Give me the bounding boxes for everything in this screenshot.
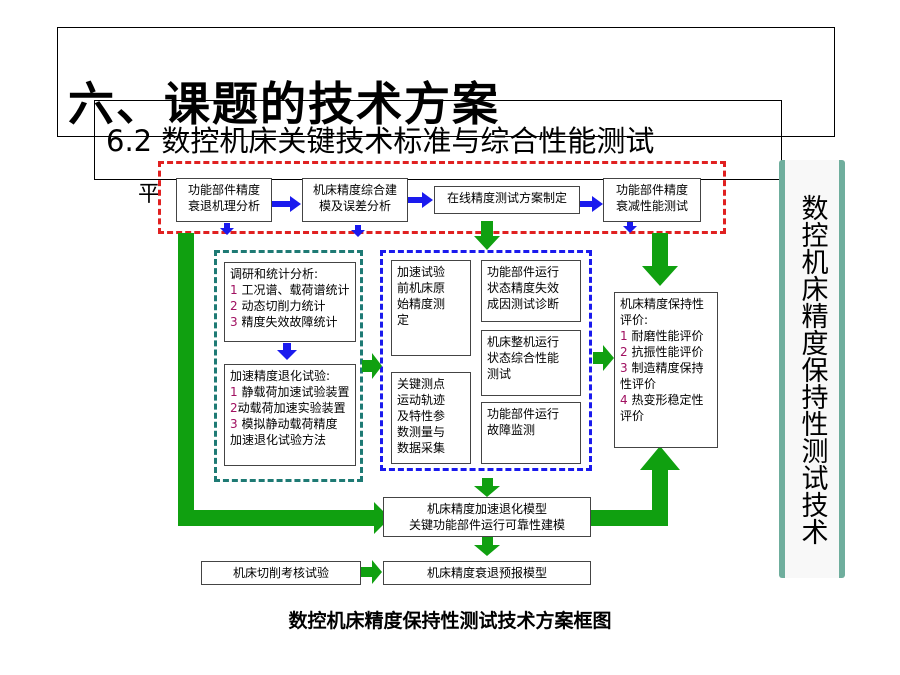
- research-item-2: 2 动态切削力统计: [230, 299, 326, 313]
- arrow-teal-to-blue: [362, 353, 382, 379]
- arrow-model-to-forecast: [474, 536, 500, 556]
- node-research-stats: 调研和统计分析: 1 工况谱、载荷谱统计 2 动态切削力统计 3 精度失效故障统…: [224, 262, 356, 342]
- sidebar-label-panel: 数控机床精度保持性测试技术: [779, 160, 845, 578]
- node-machine-state-test: 机床整机运行 状态综合性能 测试: [481, 330, 581, 396]
- arrow-blue-to-eval: [593, 345, 614, 371]
- arrow-cut-to-forecast: [361, 560, 382, 584]
- research-item-3: 3 精度失效故障统计: [230, 315, 338, 329]
- node-evaluation: 机床精度保持性 评价: 1 耐磨性能评价 2 抗振性能评价 3 制造精度保持 性…: [614, 292, 718, 448]
- evaluation-item-2: 2 抗振性能评价: [620, 345, 704, 359]
- node-decay-performance-test: 功能部件精度 衰减性能测试: [603, 178, 701, 222]
- sidebar-text: 数控机床精度保持性测试技术: [796, 193, 828, 545]
- arrow-down-small-3: [623, 221, 637, 233]
- node-error-modeling: 机床精度综合建 模及误差分析: [302, 178, 408, 222]
- arrow-down-to-model: [474, 478, 500, 497]
- page-title: 六、课题的技术方案: [68, 77, 500, 131]
- accel-item-2: 2动载荷加速实验装置: [230, 401, 346, 415]
- arrow-top-3: [580, 196, 603, 212]
- node-accel-degradation: 加速精度退化试验: 1 静载荷加速试验装置 2动载荷加速实验装置 3 模拟静动载…: [224, 364, 356, 466]
- evaluation-item-3: 3 制造精度保持 性评价: [620, 361, 704, 391]
- arrow-down-small-2: [351, 225, 365, 237]
- sidebar-inner: 数控机床精度保持性测试技术: [785, 160, 839, 578]
- node-fault-monitor: 功能部件运行 故障监测: [481, 402, 581, 464]
- accel-title: 加速精度退化试验:: [230, 369, 331, 383]
- research-title: 调研和统计分析:: [230, 267, 319, 281]
- research-item-1: 1 工况谱、载荷谱统计: [230, 283, 350, 297]
- section-subtitle: 6.2 数控机床关键技术标准与综合性能测试: [106, 124, 655, 158]
- accel-item-3: 3 模拟静动载荷精度 加速退化试验方法: [230, 417, 338, 447]
- evaluation-item-1: 1 耐磨性能评价: [620, 329, 704, 343]
- subtitle-frame: [94, 100, 782, 180]
- node-pre-test-accuracy: 加速试验 前机床原 始精度测 定: [391, 260, 471, 356]
- arrow-down-small-1: [220, 223, 234, 235]
- teal-dashed-group: [214, 250, 363, 482]
- figure-caption: 数控机床精度保持性测试技术方案框图: [288, 610, 612, 632]
- arrow-down-research: [277, 343, 297, 360]
- node-key-point-measurement: 关键测点 运动轨迹 及特性参 数测量与 数据采集: [391, 372, 471, 464]
- evaluation-title: 机床精度保持性 评价:: [620, 297, 705, 327]
- node-degradation-model: 机床精度加速退化模型 关键功能部件运行可靠性建模: [383, 497, 591, 537]
- node-forecast-model: 机床精度衰退预报模型: [383, 561, 591, 585]
- accel-item-1: 1 静载荷加速试验装置: [230, 385, 350, 399]
- node-decline-mechanism: 功能部件精度 衰退机理分析: [176, 178, 272, 222]
- blue-dashed-group: [380, 250, 592, 471]
- arrow-down-top-center: [474, 221, 500, 250]
- title-frame: [57, 27, 835, 137]
- clipped-text: 平: [138, 182, 161, 207]
- evaluation-item-4: 4 热变形稳定性 评价: [620, 393, 704, 423]
- node-state-diagnosis: 功能部件运行 状态精度失效 成因测试诊断: [481, 260, 581, 322]
- red-dashed-group: [158, 161, 726, 234]
- arrow-up-to-eval: [591, 446, 680, 526]
- arrow-top-1: [272, 196, 301, 212]
- node-online-test-plan: 在线精度测试方案制定: [434, 186, 580, 214]
- arrow-top-2: [408, 192, 433, 208]
- arrow-down-right: [642, 233, 678, 286]
- node-cutting-test: 机床切削考核试验: [201, 561, 361, 585]
